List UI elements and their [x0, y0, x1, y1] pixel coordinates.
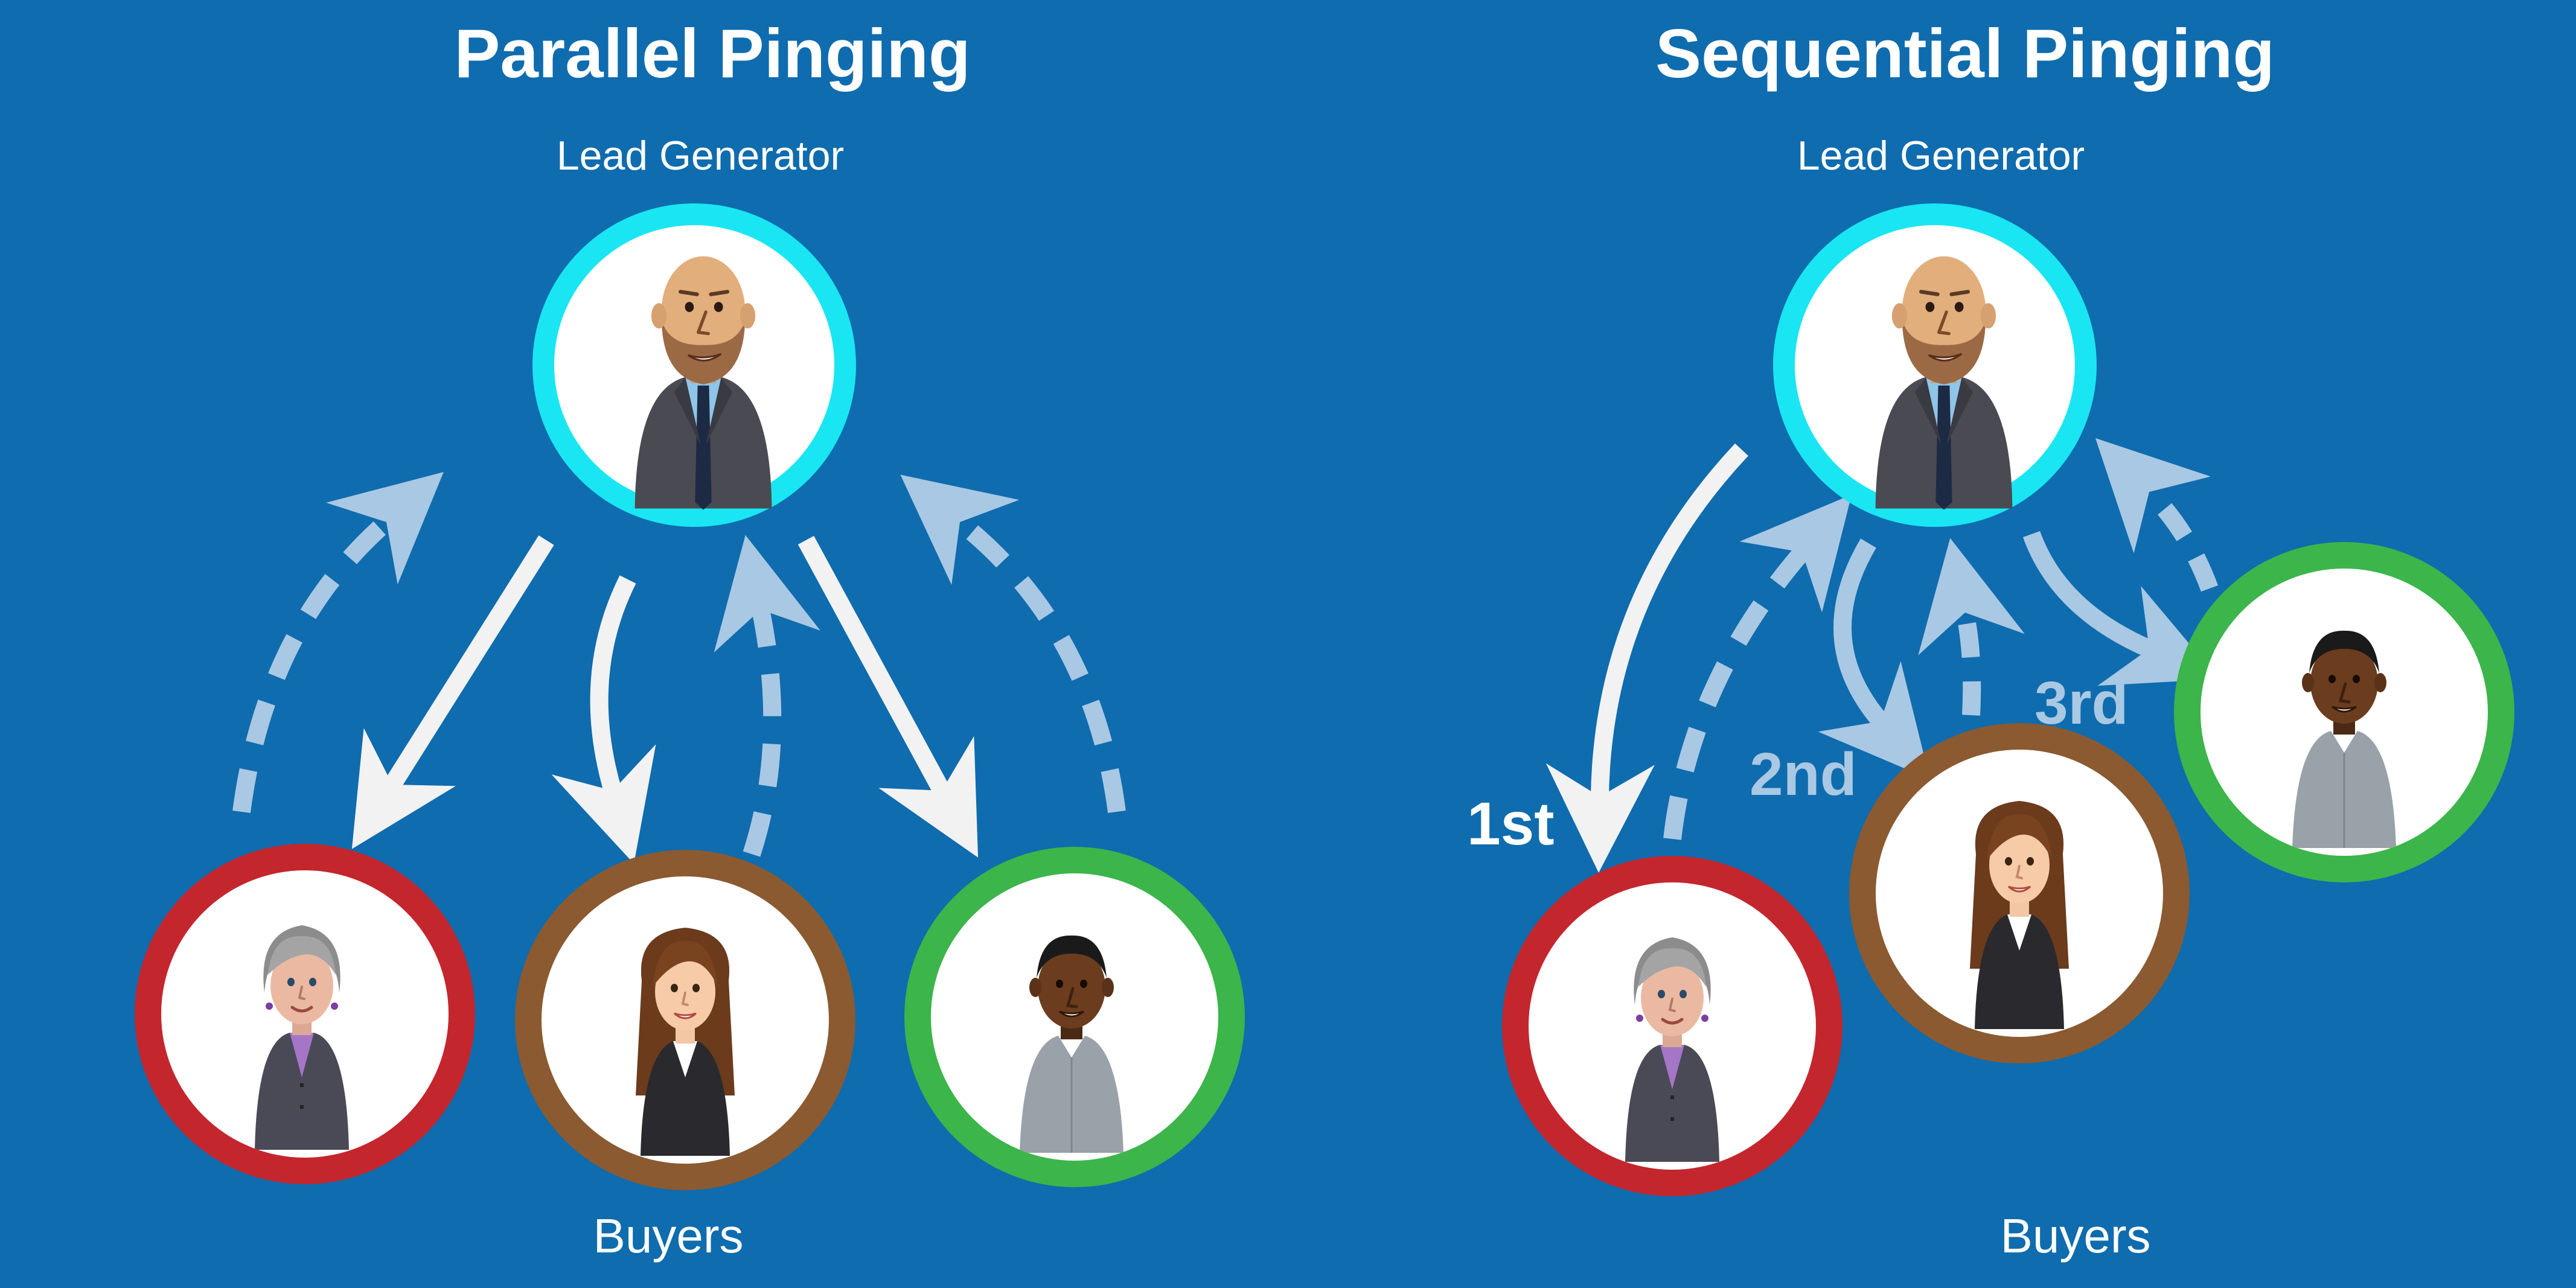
parallel-response-arrow-2: [714, 535, 820, 857]
parallel-request-arrow-1: [351, 535, 554, 849]
parallel-lead-generator-label: Lead Generator: [556, 133, 845, 179]
parallel-buyer-avatar-older-woman: [135, 844, 475, 1184]
parallel-buyers-label: Buyers: [593, 1209, 744, 1263]
sequential-request-arrow-3rd: [2022, 531, 2219, 686]
sequential-response-arrow-1st: [1663, 494, 1852, 840]
sequential-lead-generator-avatar: [1773, 203, 2097, 527]
sequential-request-arrow-1st: [1545, 443, 1748, 873]
parallel-request-arrow-2: [551, 575, 656, 864]
order-label-1st: 1st: [1467, 790, 1555, 858]
parallel-panel: [135, 203, 1245, 1190]
sequential-lead-generator-label: Lead Generator: [1797, 133, 2085, 179]
parallel-response-arrow-3: [900, 474, 1126, 813]
order-label-3rd: 3rd: [2034, 669, 2129, 737]
parallel-buyer-avatar-man: [904, 847, 1245, 1187]
sequential-buyer-avatar-older-woman: [1502, 856, 1843, 1196]
sequential-buyer-avatar-man: [2174, 542, 2514, 882]
parallel-buyer-avatar-young-woman: [515, 850, 855, 1190]
parallel-response-arrow-1: [232, 471, 444, 813]
sequential-buyers-label: Buyers: [2000, 1209, 2151, 1263]
parallel-lead-generator-avatar: [532, 203, 856, 527]
order-label-2nd: 2nd: [1750, 741, 1857, 808]
sequential-request-arrow-2nd: [1818, 538, 1930, 779]
parallel-request-arrow-3: [797, 535, 979, 858]
sequential-buyer-avatar-young-woman: [1849, 723, 2190, 1063]
sequential-panel: [1502, 203, 2514, 1196]
sequential-title: Sequential Pinging: [1655, 16, 2275, 92]
parallel-title: Parallel Pinging: [454, 16, 971, 92]
sequential-response-arrow-3rd: [2095, 438, 2219, 592]
sequential-response-arrow-2nd: [1918, 538, 2025, 716]
